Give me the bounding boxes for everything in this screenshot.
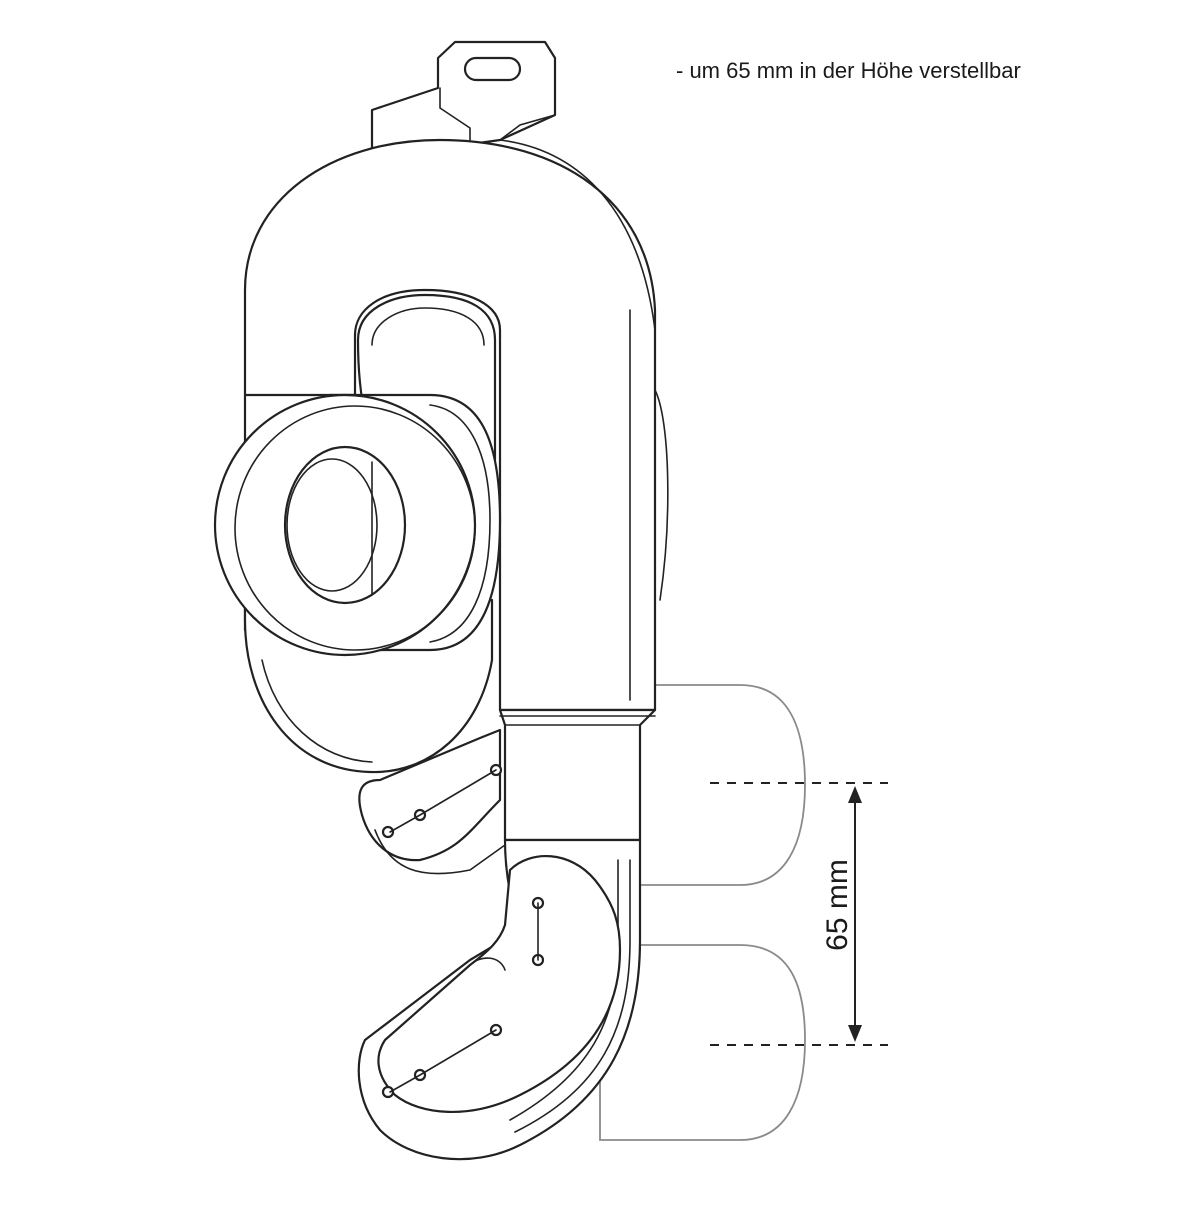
bracket-slot (463, 56, 522, 82)
arrowhead-up (848, 786, 862, 803)
outlet-pipe-upper (599, 684, 806, 886)
outlet-pipe-lower (599, 944, 806, 1141)
adjustment-note: - um 65 mm in der Höhe verstellbar (676, 58, 1021, 83)
inlet-opening (283, 445, 407, 605)
dimension-label: 65 mm (821, 859, 854, 951)
outlet-elbow-upper (358, 728, 502, 862)
outlet-collar (498, 708, 657, 842)
elbow-shoe (377, 854, 622, 1113)
siphon-body (243, 138, 657, 712)
arrowhead-down (848, 1025, 862, 1042)
